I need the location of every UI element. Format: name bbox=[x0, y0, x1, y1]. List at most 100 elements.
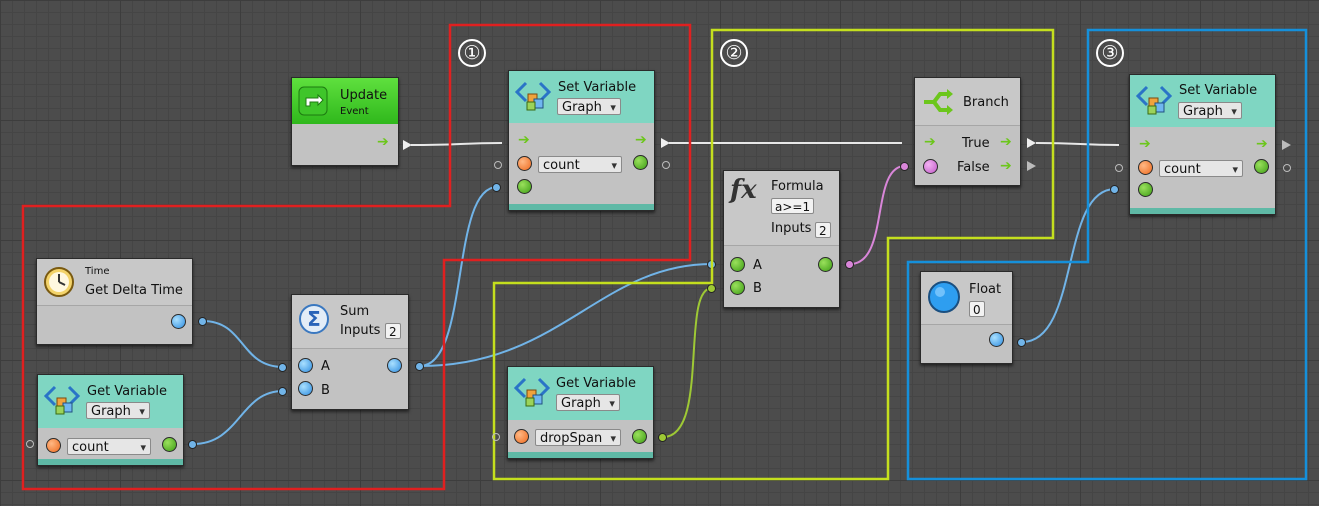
region-3-outline bbox=[906, 28, 1308, 481]
value-out-port[interactable] bbox=[1254, 159, 1269, 174]
flow-in-arrow[interactable]: ➔ bbox=[1139, 136, 1151, 152]
variable-name-port[interactable] bbox=[46, 438, 61, 453]
value-in-port[interactable] bbox=[517, 179, 532, 194]
flow-out-port[interactable] bbox=[1282, 140, 1291, 150]
variable-name-dropdown[interactable]: count bbox=[1159, 160, 1243, 178]
variable-name-port[interactable] bbox=[1138, 160, 1153, 175]
get-variable-node-count[interactable]: Get Variable Graph count bbox=[37, 374, 184, 466]
node-footer bbox=[509, 204, 654, 210]
flow-in-arrow[interactable]: ➔ bbox=[518, 132, 530, 148]
variable-name-port[interactable] bbox=[517, 156, 532, 171]
float-node[interactable]: Float 0 bbox=[920, 271, 1013, 364]
input-a-port[interactable] bbox=[730, 257, 745, 272]
unconnected-port[interactable] bbox=[26, 440, 34, 448]
variable-name-dropdown[interactable]: dropSpan bbox=[535, 429, 621, 447]
float-wire-sum-to-set bbox=[419, 186, 498, 367]
bool-wire-dropspan-to-formula-b bbox=[662, 287, 713, 438]
variable-icon bbox=[513, 377, 551, 407]
flow-in-arrow[interactable]: ➔ bbox=[924, 134, 936, 150]
sum-out-port[interactable] bbox=[387, 358, 402, 373]
input-a-label: A bbox=[753, 258, 762, 273]
float-wire-get-to-sum-b bbox=[192, 390, 284, 445]
value-out-port[interactable] bbox=[633, 155, 648, 170]
get-variable-node-dropspan[interactable]: Get Variable Graph dropSpan bbox=[507, 366, 654, 459]
node-title: Set Variable bbox=[1179, 83, 1258, 98]
input-b-label: B bbox=[753, 281, 762, 296]
sum-node[interactable]: Σ Sum Inputs 2 A B bbox=[291, 294, 409, 410]
node-footer bbox=[508, 452, 653, 458]
update-event-node[interactable]: Update Event ➔ bbox=[291, 77, 399, 166]
wire-endpoint bbox=[188, 440, 197, 449]
node-title: Sum bbox=[340, 304, 370, 319]
float-icon bbox=[928, 281, 960, 313]
value-in-port[interactable] bbox=[1138, 182, 1153, 197]
flow-out-arrow[interactable]: ➔ bbox=[1256, 136, 1268, 152]
unconnected-port[interactable] bbox=[494, 161, 502, 169]
formula-expression-field[interactable]: a>=1 bbox=[771, 198, 815, 214]
node-title: Get Delta Time bbox=[85, 283, 183, 298]
scope-dropdown[interactable]: Graph bbox=[556, 394, 620, 412]
region-badge-3: ③ bbox=[1096, 39, 1124, 67]
set-variable-node-2[interactable]: Set Variable Graph ➔ ➔ count bbox=[1129, 74, 1276, 215]
inputs-count-field[interactable]: 2 bbox=[815, 222, 831, 238]
inputs-count-field[interactable]: 2 bbox=[385, 323, 401, 339]
true-out-port[interactable] bbox=[1027, 138, 1036, 148]
float-out-port[interactable] bbox=[989, 332, 1004, 347]
variable-icon bbox=[1135, 85, 1173, 115]
false-out-port[interactable] bbox=[1027, 161, 1036, 171]
variable-icon bbox=[43, 385, 81, 415]
formula-node[interactable]: fx Formula a>=1 Inputs 2 A B bbox=[723, 170, 840, 308]
branch-node[interactable]: Branch ➔ True ➔ False ➔ bbox=[914, 77, 1021, 186]
node-title: Update bbox=[340, 88, 388, 103]
node-footer bbox=[38, 459, 183, 465]
flow-out-arrow[interactable]: ➔ bbox=[377, 134, 389, 150]
value-out-port[interactable] bbox=[162, 437, 177, 452]
flow-out-port[interactable] bbox=[661, 138, 670, 148]
sigma-icon: Σ bbox=[299, 304, 329, 334]
wire-endpoint bbox=[198, 317, 207, 326]
unconnected-port[interactable] bbox=[1283, 164, 1291, 172]
flow-wire-update-to-set bbox=[410, 142, 503, 146]
node-title: Get Variable bbox=[87, 384, 167, 399]
scope-dropdown[interactable]: Graph bbox=[86, 402, 150, 420]
wire-endpoint bbox=[415, 362, 424, 371]
delta-time-out-port[interactable] bbox=[171, 314, 186, 329]
unconnected-port[interactable] bbox=[662, 161, 670, 169]
flow-out-port[interactable] bbox=[403, 140, 412, 150]
node-title: Branch bbox=[963, 95, 1009, 110]
float-value-field[interactable]: 0 bbox=[969, 301, 985, 317]
input-b-port[interactable] bbox=[730, 280, 745, 295]
true-label: True bbox=[962, 136, 990, 151]
inputs-label: Inputs bbox=[340, 323, 381, 338]
variable-name-port[interactable] bbox=[514, 429, 529, 444]
input-a-port[interactable] bbox=[298, 358, 313, 373]
variable-name-dropdown[interactable]: count bbox=[538, 156, 622, 174]
node-subtitle: Event bbox=[340, 106, 369, 117]
scope-dropdown[interactable]: Graph bbox=[557, 98, 621, 116]
value-out-port[interactable] bbox=[632, 429, 647, 444]
float-wire-sum-to-formula-a bbox=[419, 263, 713, 367]
branch-icon bbox=[924, 89, 953, 115]
true-out-arrow[interactable]: ➔ bbox=[1000, 134, 1012, 150]
fx-icon: fx bbox=[730, 175, 757, 205]
loop-icon bbox=[298, 86, 328, 116]
node-title: Float bbox=[969, 282, 1002, 297]
variable-name-dropdown[interactable]: count bbox=[67, 438, 151, 456]
flow-wire-branch-to-set bbox=[1035, 142, 1120, 146]
bool-wire-formula-to-branch bbox=[849, 165, 906, 265]
condition-in-port[interactable] bbox=[923, 159, 938, 174]
flow-out-arrow[interactable]: ➔ bbox=[635, 132, 647, 148]
wire-endpoint bbox=[845, 260, 854, 269]
svg-text:Σ: Σ bbox=[307, 307, 321, 331]
result-out-port[interactable] bbox=[818, 257, 833, 272]
false-out-arrow[interactable]: ➔ bbox=[1000, 158, 1012, 174]
false-label: False bbox=[957, 160, 990, 175]
input-b-port[interactable] bbox=[298, 381, 313, 396]
scope-dropdown[interactable]: Graph bbox=[1178, 102, 1242, 120]
unconnected-port[interactable] bbox=[1115, 164, 1123, 172]
set-variable-node-1[interactable]: Set Variable Graph ➔ ➔ count bbox=[508, 70, 655, 211]
unconnected-port[interactable] bbox=[492, 433, 500, 441]
get-delta-time-node[interactable]: Time Get Delta Time bbox=[36, 258, 193, 345]
